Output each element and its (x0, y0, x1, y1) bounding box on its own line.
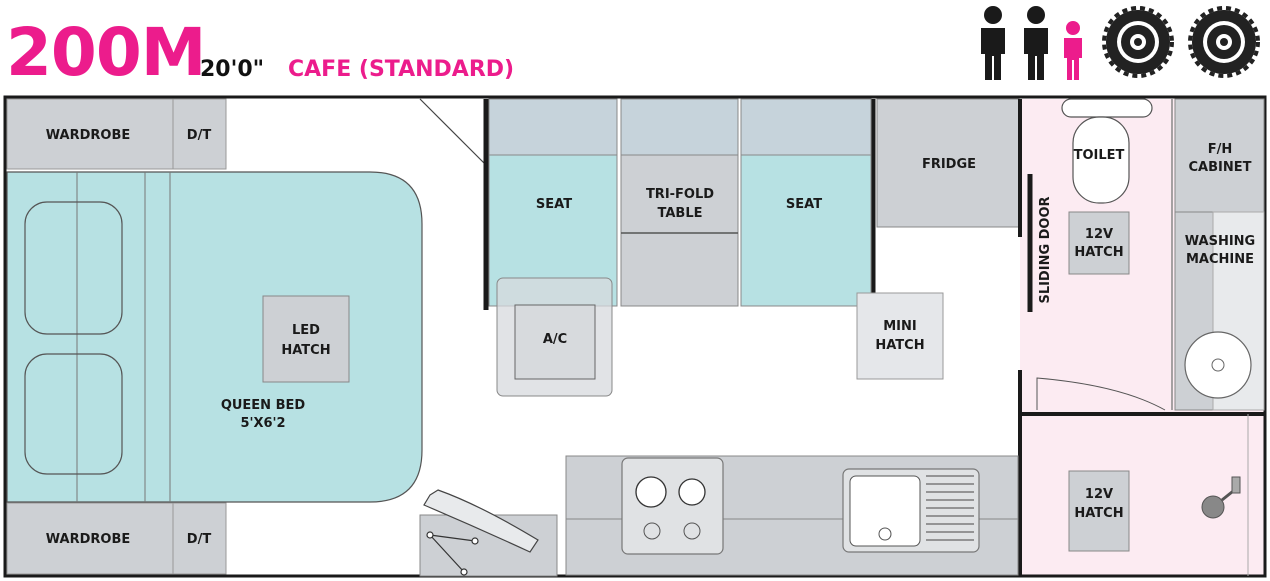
pillow (24, 201, 123, 335)
fh-cabinet-label: F/H (1208, 142, 1233, 157)
capacity-icons (981, 6, 1260, 80)
12v-hatch-label: 12V (1085, 227, 1113, 242)
tri-fold-table (620, 154, 739, 307)
12v-hatch (1068, 211, 1130, 275)
person-icon (981, 6, 1005, 80)
child-icon (1064, 21, 1082, 80)
table-label-2: TABLE (658, 206, 703, 221)
fh-cabinet (1174, 98, 1265, 213)
layout-name: CAFE (STANDARD) (288, 57, 515, 82)
toilet-label: TOILET (1074, 148, 1125, 163)
12v-hatch-2-label: 12V (1085, 487, 1113, 502)
seat-left-label: SEAT (536, 197, 572, 212)
12v-hatch-label-2: HATCH (1074, 245, 1123, 260)
model-title: 200M (6, 14, 206, 91)
entry-door[interactable] (423, 489, 539, 553)
dt-top-label: D/T (187, 128, 212, 143)
queen-bed-label: QUEEN BED (221, 398, 306, 413)
mini-hatch-label-2: HATCH (875, 338, 924, 353)
12v-hatch-2-label-2: HATCH (1074, 506, 1123, 521)
fridge-label: FRIDGE (922, 157, 976, 172)
seat-back-left (488, 98, 618, 156)
sliding-door-label: SLIDING DOOR (1038, 196, 1053, 303)
queen-bed (6, 171, 423, 503)
basin (1184, 331, 1252, 399)
toilet-cistern (1061, 98, 1153, 118)
wardrobe-top-label: WARDROBE (46, 128, 130, 143)
cooktop (621, 457, 724, 555)
dt-bottom (172, 502, 227, 575)
mini-hatch (856, 292, 944, 380)
12v-hatch-2 (1068, 470, 1130, 552)
led-hatch-label-2: HATCH (281, 343, 330, 358)
dt-top (172, 98, 227, 170)
seat-back-right (740, 98, 872, 156)
length-label: 20'0" (200, 57, 265, 82)
washing-machine-label: WASHING (1185, 234, 1255, 249)
tap-icon (1201, 476, 1241, 519)
washing-machine-label-2: MACHINE (1186, 252, 1254, 267)
outer-wall (3, 95, 1267, 578)
fh-cabinet-label-2: CABINET (1189, 160, 1252, 175)
bathroom-door[interactable] (1036, 377, 1166, 411)
toilet (1072, 116, 1130, 204)
wheel-icon (1188, 6, 1260, 78)
queen-bed-size-label: 5'X6'2 (240, 416, 285, 431)
pillow (24, 353, 123, 475)
wardrobe-top (6, 98, 174, 170)
fridge (876, 98, 1020, 228)
wardrobe-bottom-label: WARDROBE (46, 532, 130, 547)
ac-label: A/C (543, 332, 567, 347)
dt-bottom-label: D/T (187, 532, 212, 547)
wardrobe-bottom (6, 502, 174, 575)
wheel-icon (1102, 6, 1174, 78)
seat-right-label: SEAT (786, 197, 822, 212)
seat-right (740, 154, 872, 307)
table-label: TRI-FOLD (646, 187, 714, 202)
led-hatch (262, 295, 350, 383)
person-icon (1024, 6, 1048, 80)
mini-hatch-label: MINI (883, 319, 917, 334)
led-hatch-label: LED (292, 323, 320, 338)
